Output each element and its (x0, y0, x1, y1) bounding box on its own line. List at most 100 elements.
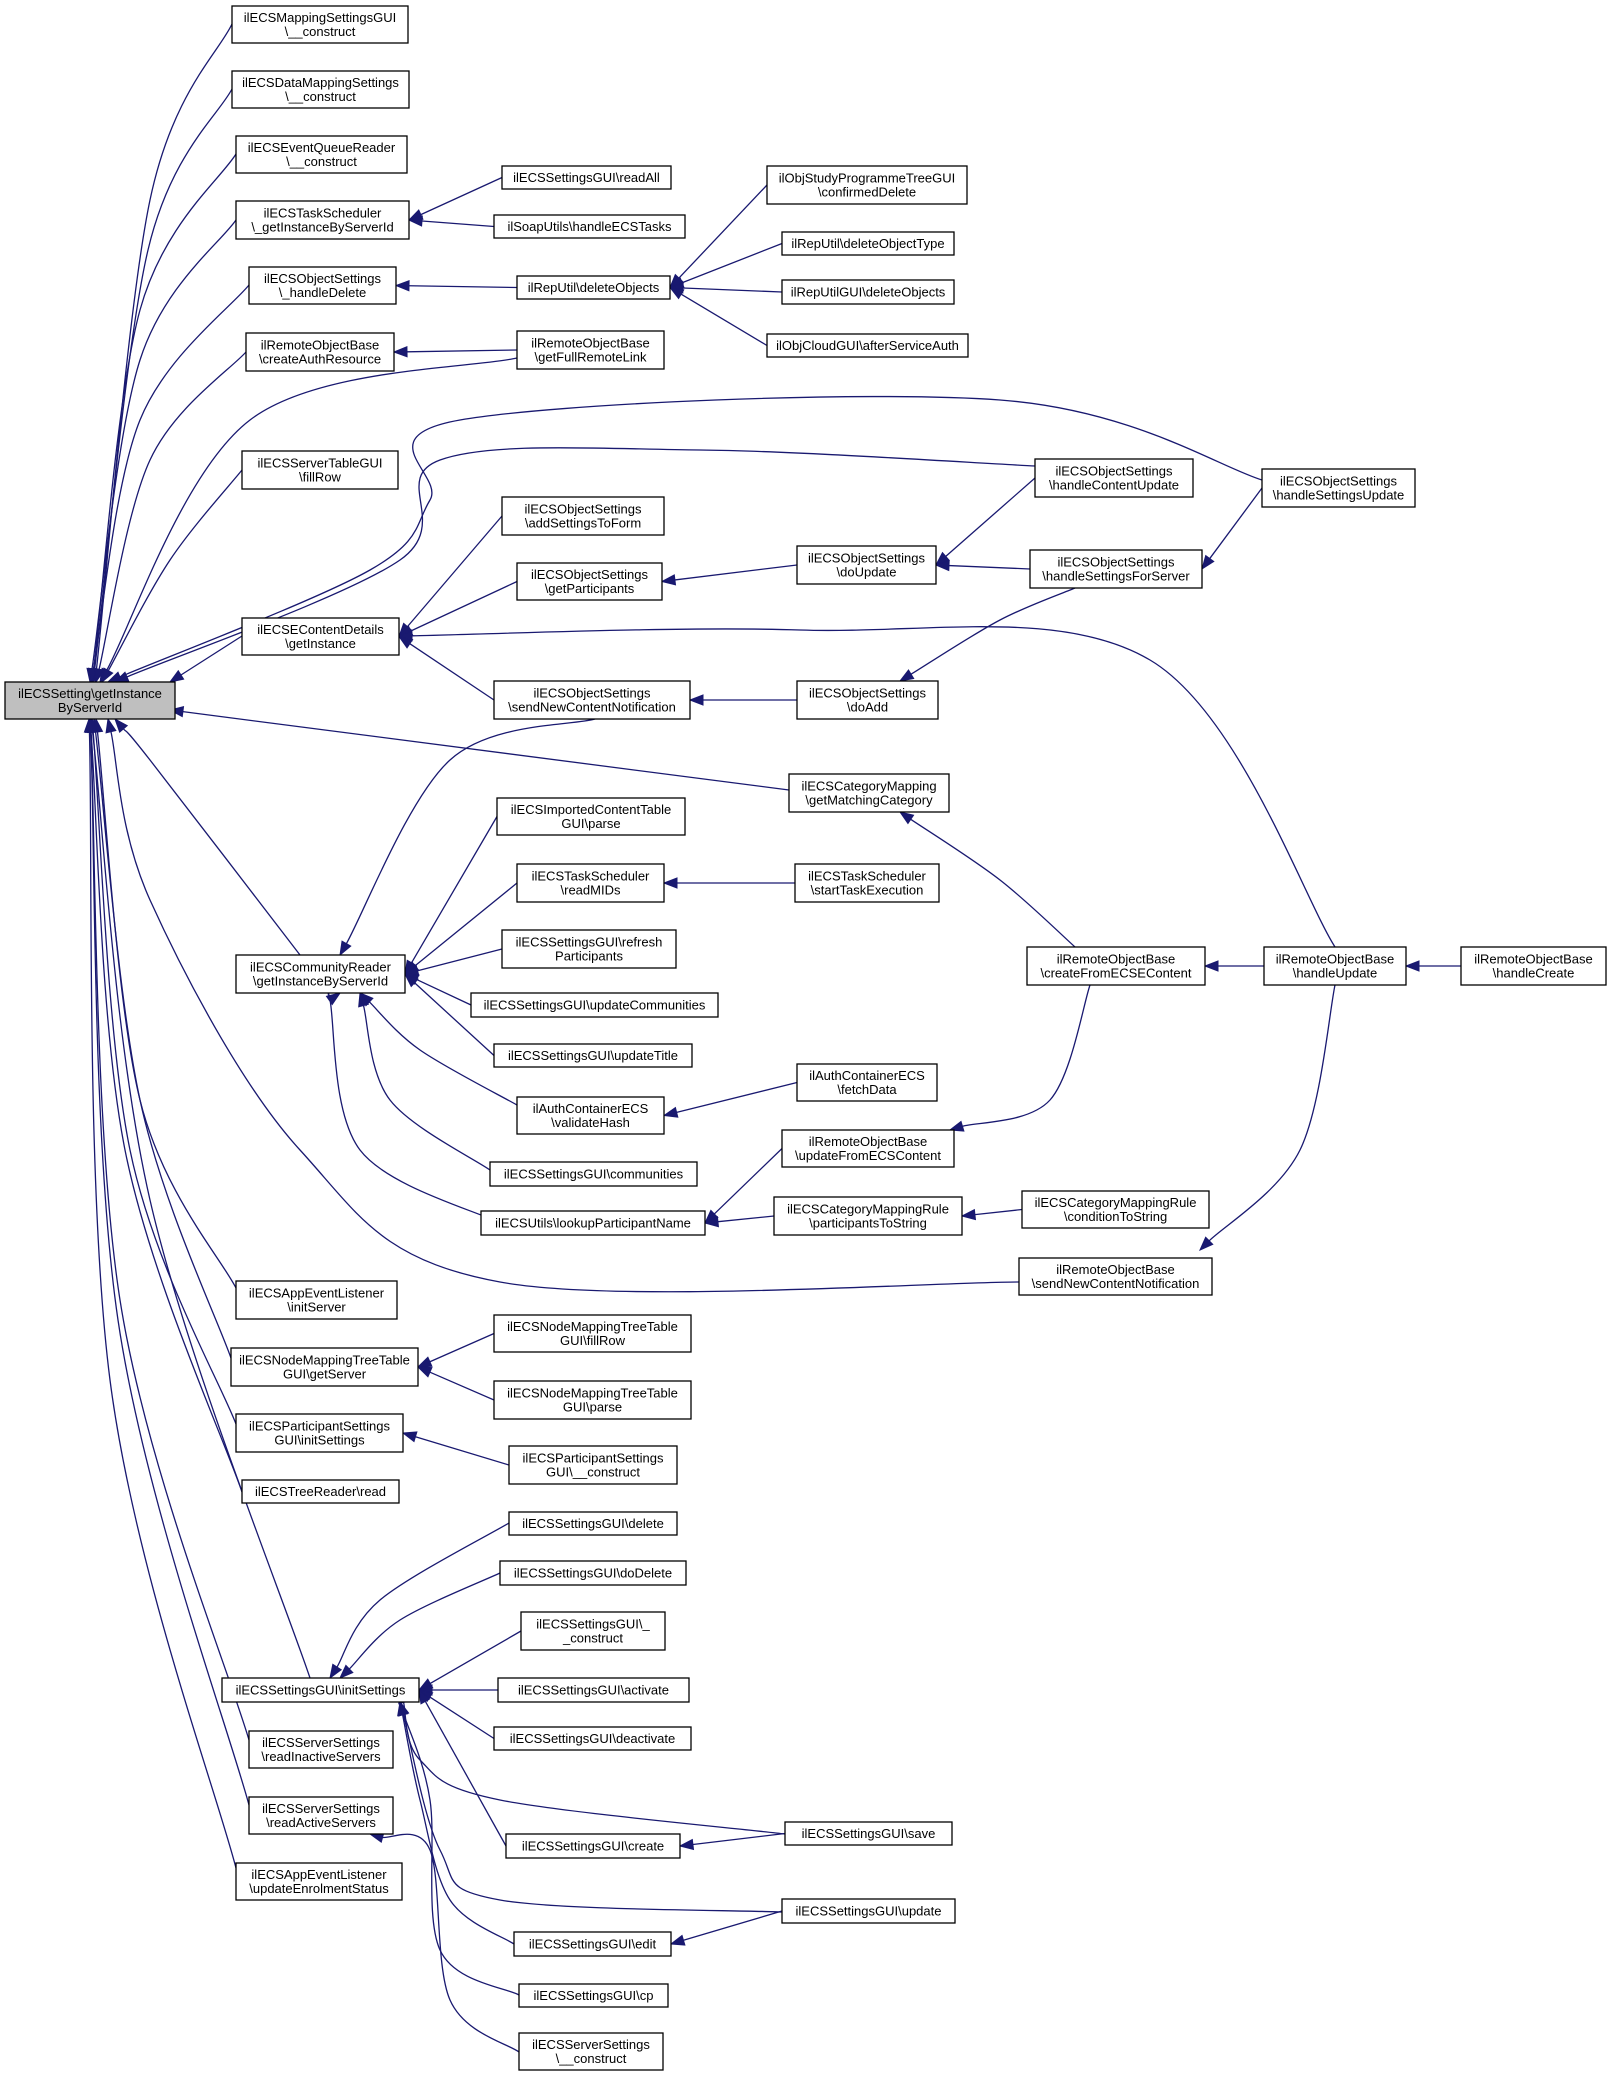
node-readAll[interactable]: ilECSSettingsGUI\readAll (501, 165, 672, 190)
node-catRuleCond[interactable]: ilECSCategoryMappingRule\conditionToStri… (1021, 1190, 1210, 1229)
edge-authFetch-to-authValidate (662, 1081, 798, 1118)
node-setUpdTitle[interactable]: ilECSSettingsGUI\updateTitle (493, 1043, 693, 1068)
node-box (231, 70, 410, 109)
node-label: \getParticipants (545, 581, 635, 596)
node-srvConstruct[interactable]: ilECSServerSettings\__construct (518, 2032, 664, 2071)
node-setDeactivate[interactable]: ilECSSettingsGUI\deactivate (493, 1726, 692, 1751)
node-readActive[interactable]: ilECSServerSettings\readActiveServers (248, 1796, 394, 1835)
node-contentDetails[interactable]: ilECSEContentDetails\getInstance (241, 617, 400, 656)
node-setUpdate[interactable]: ilECSSettingsGUI\update (781, 1898, 956, 1924)
node-objSetHandle[interactable]: ilECSObjectSettings\_handleDelete (248, 266, 397, 305)
node-setInit[interactable]: ilECSSettingsGUI\initSettings (221, 1677, 420, 1703)
node-label: ilECSEContentDetails (257, 622, 384, 637)
node-objHandleServer[interactable]: ilECSObjectSettings\handleSettingsForSer… (1029, 549, 1203, 589)
edge-line (119, 395, 1263, 678)
node-setConstruct[interactable]: ilECSSettingsGUI\__construct (520, 1611, 666, 1651)
node-remCreateAuth[interactable]: ilRemoteObjectBase\createAuthResource (245, 332, 395, 372)
node-eventQueue[interactable]: ilECSEventQueueReader\__construct (235, 135, 408, 174)
node-label: Participants (555, 949, 623, 964)
node-remHandleUpdate[interactable]: ilRemoteObjectBase\handleUpdate (1263, 946, 1407, 986)
node-taskStart[interactable]: ilECSTaskScheduler\startTaskExecution (794, 863, 940, 903)
node-label: ilECSAppEventListener (249, 1286, 385, 1301)
node-remHandleCreate[interactable]: ilRemoteObjectBase\handleCreate (1460, 946, 1607, 986)
edge-setComm-to-community (358, 991, 491, 1171)
node-remUpdFrom[interactable]: ilRemoteObjectBase\updateFromECSContent (781, 1129, 955, 1168)
node-repDelType[interactable]: ilRepUtil\deleteObjectType (781, 231, 955, 256)
node-setCreate[interactable]: ilECSSettingsGUI\create (505, 1833, 681, 1859)
node-label: ilECSObjectSettings (264, 271, 382, 286)
node-utilsLookup[interactable]: ilECSUtils\lookupParticipantName (480, 1210, 706, 1236)
node-repGuiDel[interactable]: ilRepUtilGUI\deleteObjects (781, 279, 955, 305)
node-label: \startTaskExecution (811, 883, 924, 898)
node-catMatch[interactable]: ilECSCategoryMapping\getMatchingCategory (788, 773, 950, 813)
node-objHandleSettings[interactable]: ilECSObjectSettings\handleSettingsUpdate (1261, 468, 1416, 508)
node-objHandleContent[interactable]: ilECSObjectSettings\handleContentUpdate (1034, 458, 1194, 498)
node-label: ilECSSettingsGUI\delete (522, 1516, 664, 1531)
node-repDel[interactable]: ilRepUtil\deleteObjects (516, 275, 671, 300)
node-remSendNew[interactable]: ilRemoteObjectBase\sendNewContentNotific… (1018, 1257, 1213, 1296)
node-objAddForm[interactable]: ilECSObjectSettings\addSettingsToForm (501, 496, 665, 536)
edge-remHandleCreate-to-remHandleUpdate (1404, 960, 1461, 972)
node-objDoUpdate[interactable]: ilECSObjectSettings\doUpdate (796, 545, 937, 585)
node-box (248, 1730, 394, 1769)
node-setSave[interactable]: ilECSSettingsGUI\save (784, 1821, 953, 1846)
node-box (493, 1043, 693, 1068)
node-readInactive[interactable]: ilECSServerSettings\readInactiveServers (248, 1730, 394, 1769)
node-appUpdate[interactable]: ilECSAppEventListener\updateEnrolmentSta… (235, 1862, 403, 1901)
node-label: ilECSObjectSettings (531, 567, 649, 582)
node-authFetch[interactable]: ilAuthContainerECS\fetchData (796, 1063, 938, 1102)
node-box (516, 562, 663, 601)
edge-nodeFill-to-nodeMapGet (416, 1332, 495, 1368)
node-remFull[interactable]: ilRemoteObjectBase\getFullRemoteLink (516, 330, 665, 370)
node-label: ilECSSettingsGUI\updateTitle (508, 1048, 678, 1063)
node-label: \sendNewContentNotification (508, 700, 676, 715)
node-setDoDelete[interactable]: ilECSSettingsGUI\doDelete (499, 1560, 687, 1586)
node-community[interactable]: ilECSCommunityReader\getInstanceByServer… (235, 954, 406, 994)
node-studyDel[interactable]: ilObjStudyProgrammeTreeGUI\confirmedDele… (766, 165, 968, 205)
node-label: \handleSettingsUpdate (1273, 488, 1405, 503)
node-box (1021, 1190, 1210, 1229)
node-objSendNew[interactable]: ilECSObjectSettings\sendNewContentNotifi… (493, 680, 691, 720)
edge-arrowhead (114, 717, 129, 733)
node-root[interactable]: ilECSSetting\getInstanceByServerId (4, 681, 176, 720)
node-cloudAuth[interactable]: ilObjCloudGUI\afterServiceAuth (766, 333, 969, 358)
node-objDoAdd[interactable]: ilECSObjectSettings\doAdd (796, 680, 939, 720)
node-label: ilECSSettingsGUI\create (522, 1839, 664, 1854)
node-setUpdComm[interactable]: ilECSSettingsGUI\updateCommunities (470, 992, 719, 1018)
node-setEdit[interactable]: ilECSSettingsGUI\edit (513, 1931, 672, 1957)
node-setCp[interactable]: ilECSSettingsGUI\cp (518, 1983, 669, 2008)
node-setDelete[interactable]: ilECSSettingsGUI\delete (508, 1511, 678, 1536)
node-remCreateFrom[interactable]: ilRemoteObjectBase\createFromECSEContent (1026, 946, 1206, 986)
node-setActivate[interactable]: ilECSSettingsGUI\activate (497, 1677, 690, 1703)
node-setComm[interactable]: ilECSSettingsGUI\communities (489, 1161, 698, 1187)
node-appInit[interactable]: ilECSAppEventListener\initServer (235, 1280, 398, 1320)
node-objGetPart[interactable]: ilECSObjectSettings\getParticipants (516, 562, 663, 601)
node-authValidate[interactable]: ilAuthContainerECS\validateHash (516, 1096, 665, 1135)
node-serverTable[interactable]: ilECSServerTableGUI\fillRow (241, 450, 399, 490)
node-label: ilECSSettingsGUI\activate (518, 1683, 669, 1698)
node-label: ilECSSetting\getInstance (18, 686, 162, 701)
node-taskSched[interactable]: ilECSTaskScheduler\_getInstanceByServerI… (235, 200, 410, 240)
node-dataMap[interactable]: ilECSDataMappingSettings\__construct (231, 70, 410, 109)
node-treeRead[interactable]: ilECSTreeReader\read (241, 1479, 400, 1504)
edge-remHandleUpdate-to-contentDetails (397, 626, 1336, 948)
node-label: ilECSServerSettings (532, 2037, 650, 2052)
node-label: \__construct (556, 2051, 627, 2066)
node-mapGUI[interactable]: ilECSMappingSettingsGUI\__construct (231, 5, 409, 44)
node-box (501, 496, 665, 536)
node-soap[interactable]: ilSoapUtils\handleECSTasks (493, 214, 686, 239)
edge-line (674, 564, 798, 581)
node-catRulePart[interactable]: ilECSCategoryMappingRule\participantsToS… (773, 1196, 963, 1236)
node-box (520, 1611, 666, 1651)
node-box (235, 135, 408, 174)
edge-arrowhead (401, 1431, 418, 1443)
node-taskReadMids[interactable]: ilECSTaskScheduler\readMIDs (516, 863, 665, 903)
node-box (480, 1210, 706, 1236)
